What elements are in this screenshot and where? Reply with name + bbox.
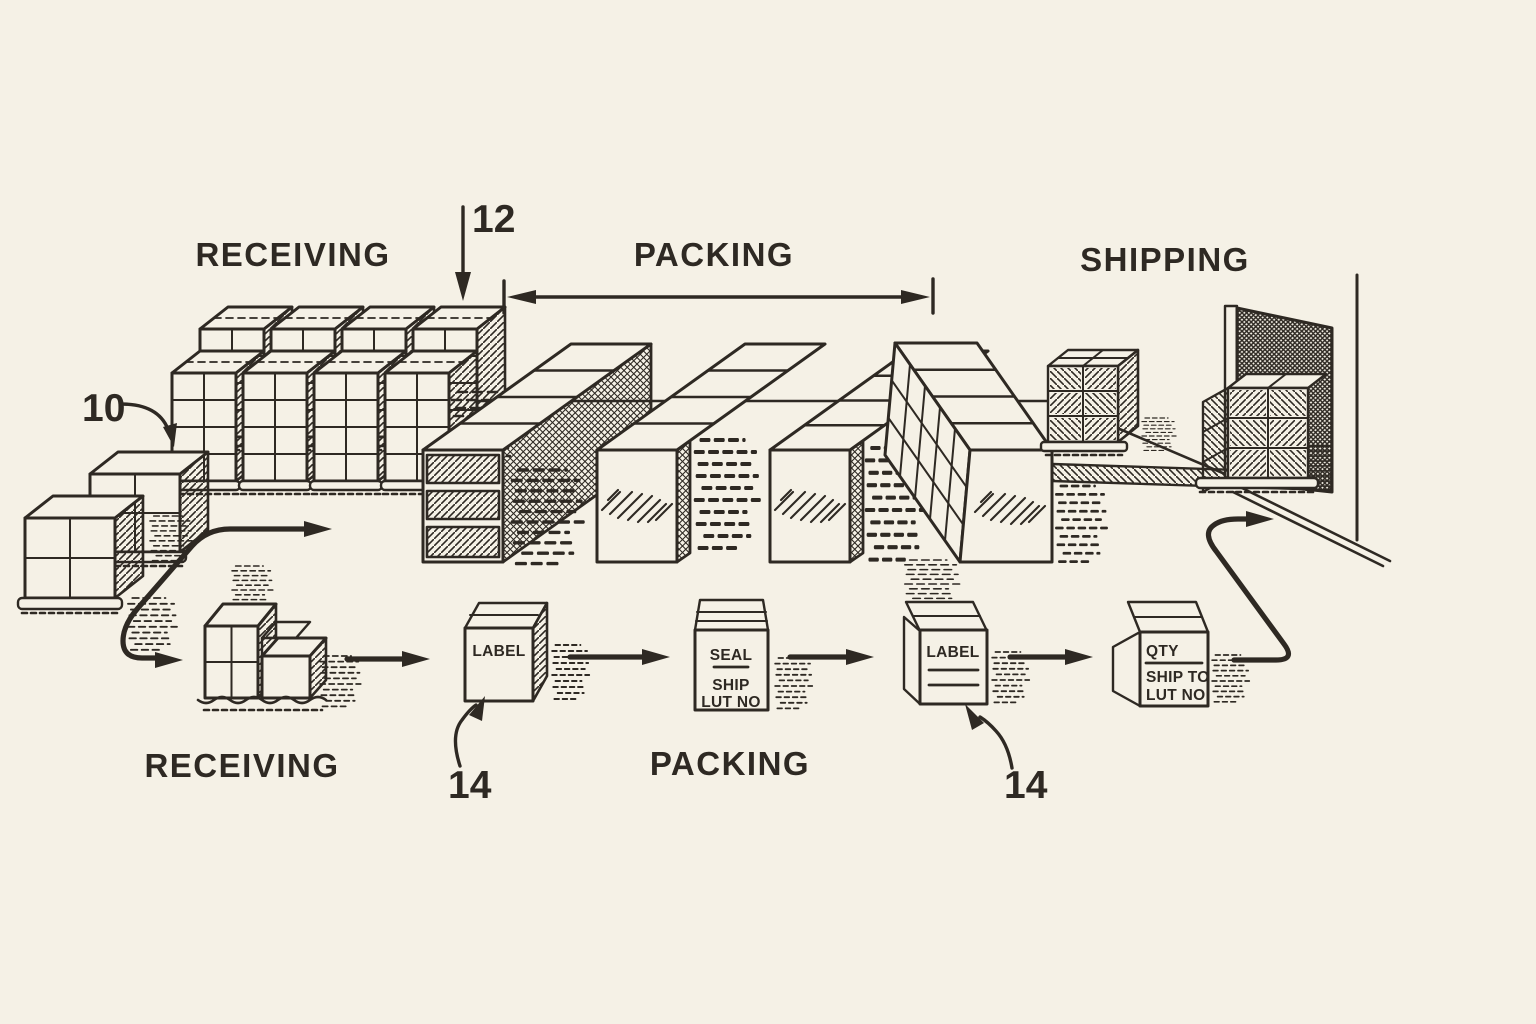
annotations — [119, 205, 1014, 770]
rack-row-2 — [595, 342, 827, 564]
ref-14a: 14 — [448, 764, 492, 807]
rack-row-1 — [421, 342, 653, 566]
ref-10: 10 — [82, 387, 125, 430]
ref-12: 12 — [472, 198, 515, 241]
label-box-1: LABEL — [463, 601, 591, 703]
packing-span-arrow — [502, 277, 935, 315]
outbound-pallet-b — [1194, 372, 1328, 494]
ref-10-leader — [119, 402, 177, 447]
ref-14b: 14 — [1004, 764, 1048, 807]
qty-box-line1: QTY — [1146, 643, 1179, 660]
qty-box-line2: SHIP TO — [1146, 669, 1210, 686]
label-box-2-text: LABEL — [926, 644, 979, 661]
pallet-shadow — [127, 597, 178, 651]
shipping-area — [1039, 273, 1392, 568]
seal-box: SEAL SHIP LUT NO — [693, 598, 814, 712]
label-box-1-text: LABEL — [472, 643, 525, 660]
label-top-shipping: SHIPPING — [1080, 241, 1250, 278]
label-box-2: LABEL — [902, 600, 1031, 706]
seal-box-line3: LUT NO — [701, 694, 761, 711]
shipping-exit-arrow — [1205, 511, 1292, 663]
label-bottom-receiving: RECEIVING — [144, 747, 339, 784]
ref-14b-leader — [965, 704, 1014, 770]
qty-box-line3: LUT NO. — [1146, 687, 1210, 704]
ref-12-arrow — [455, 205, 471, 301]
incoming-pallets — [16, 450, 274, 651]
receiving-box-group — [196, 602, 362, 712]
packing-stations: LABEL SEAL SHIP LUT NO LABEL — [196, 598, 1251, 712]
qty-box: QTY SHIP TO LUT NO. — [1111, 600, 1251, 708]
receiving-split-arrow — [120, 521, 332, 668]
label-top-packing: PACKING — [634, 236, 794, 273]
zone-labels: RECEIVING PACKING SHIPPING RECEIVING PAC… — [144, 236, 1250, 784]
reference-numerals: 10 12 14 14 — [82, 198, 1048, 807]
incoming-pallet-front — [16, 494, 145, 615]
outbound-pallet-a — [1039, 348, 1177, 457]
label-bottom-packing: PACKING — [650, 745, 810, 782]
ref-14a-leader — [453, 696, 485, 768]
dock-ramp — [1231, 485, 1392, 568]
seal-box-line1: SEAL — [710, 647, 753, 664]
label-top-receiving: RECEIVING — [195, 236, 390, 273]
rack-row-4 — [883, 341, 1109, 605]
storage-racks — [421, 341, 1109, 605]
seal-box-line2: SHIP — [712, 677, 749, 694]
